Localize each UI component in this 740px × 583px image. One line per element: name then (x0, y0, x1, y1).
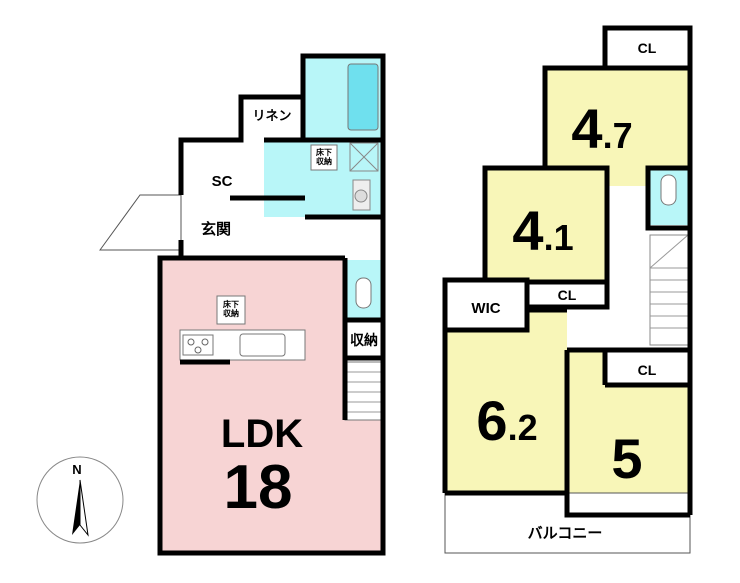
room-5-left (567, 350, 605, 390)
shoe-closet-label: SC (212, 173, 233, 190)
wic-label: WIC (471, 300, 500, 317)
stairs-1f (344, 361, 384, 421)
sink-bowl (354, 189, 368, 203)
north-arrow-icon (72, 480, 80, 535)
room-a-size-dec: .7 (603, 115, 633, 156)
closet-d-label: CL (638, 362, 657, 378)
entrance-porch (99, 194, 182, 251)
room-6-2-upper (527, 310, 567, 330)
storage-label: 収納 (350, 332, 378, 348)
north-label: N (72, 462, 81, 477)
floor-2: CL 4.7 4.1 CL WIC 6.2 CL 5 バルコニー (442, 25, 693, 554)
closet-a-label: CL (638, 40, 657, 56)
room-c-size-dec: .2 (508, 407, 538, 448)
closet-b-label: CL (558, 287, 577, 303)
room-4-7 (545, 68, 690, 168)
toilet-bowl-2f (660, 174, 677, 206)
room-c-size: 6.2 (476, 389, 537, 452)
underfloor-storage-label-2: 床下収納 (223, 299, 239, 318)
balcony-label: バルコニー (528, 525, 603, 542)
underfloor-storage-label-1: 床下収納 (316, 147, 332, 166)
room-b-size-dec: .1 (544, 217, 574, 258)
compass: N (36, 456, 124, 544)
room-d-size: 5 (611, 427, 642, 490)
toilet-bowl-1f (355, 277, 372, 309)
entrance-label: 玄関 (201, 220, 231, 238)
washing-machine-space (349, 142, 379, 172)
room-a-size: 4.7 (571, 97, 632, 160)
linen-label: リネン (252, 108, 291, 123)
stairs-2f (649, 234, 689, 346)
kitchen-sink (239, 333, 286, 357)
room-4-7-lower (607, 168, 647, 186)
bathtub (347, 63, 379, 131)
room-4-1 (485, 168, 607, 280)
ldk-label: LDK (221, 412, 303, 456)
stove (182, 334, 214, 356)
room-6-2 (445, 330, 567, 493)
ldk-room-lower (160, 420, 385, 553)
room-b-size-int: 4 (512, 199, 543, 262)
room-a-size-int: 4 (571, 97, 602, 160)
room-c-size-int: 6 (476, 389, 507, 452)
floor-1: リネン SC 玄関 床下収納 床下収納 収納 LDK 18 (99, 53, 386, 556)
room-5 (567, 385, 690, 513)
room-b-size: 4.1 (512, 199, 573, 262)
ldk-size: 18 (224, 453, 293, 522)
